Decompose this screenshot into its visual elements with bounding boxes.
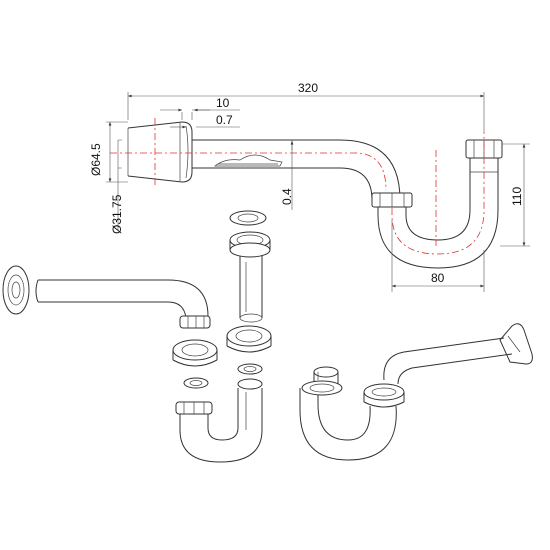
arm-slot <box>214 154 283 167</box>
drain-washer-top <box>229 210 267 226</box>
slip-nut-right <box>226 325 272 347</box>
perspective-nut <box>363 383 405 401</box>
exploded-arm <box>38 279 209 317</box>
perspective-arm <box>383 337 505 381</box>
assembled-side-view: 320 10 0.7 Ø64.5 Ø31.75 0.4 110 80 <box>89 81 530 292</box>
dim-10: 10 <box>216 96 230 110</box>
dim-80: 80 <box>431 271 445 285</box>
dim-0-7: 0.7 <box>216 113 233 127</box>
centerline-horizontal <box>110 152 387 191</box>
exploded-view <box>2 210 272 463</box>
exploded-arm-nut <box>179 315 211 329</box>
perspective-view <box>299 323 533 461</box>
slip-nut-left <box>172 339 218 361</box>
u-bend <box>377 180 499 269</box>
dim-0-4: 0.4 <box>280 188 294 205</box>
washer-right <box>237 363 263 375</box>
perspective-inlet <box>313 366 339 378</box>
perspective-u-bend <box>317 386 371 441</box>
exploded-j-bend <box>179 388 263 463</box>
wall-flange <box>127 121 193 183</box>
dim-320: 320 <box>298 81 318 95</box>
dim-110: 110 <box>510 187 524 206</box>
perspective-flange <box>499 323 533 365</box>
dim-flange-diameter: Ø64.5 <box>89 143 103 176</box>
escutcheon-outer <box>2 265 30 315</box>
washer-left <box>183 377 209 389</box>
horizontal-arm <box>192 139 401 201</box>
centerline-trap <box>391 132 485 255</box>
dim-pipe-diameter: Ø31.75 <box>110 194 124 234</box>
tailpiece-tube <box>239 256 263 318</box>
